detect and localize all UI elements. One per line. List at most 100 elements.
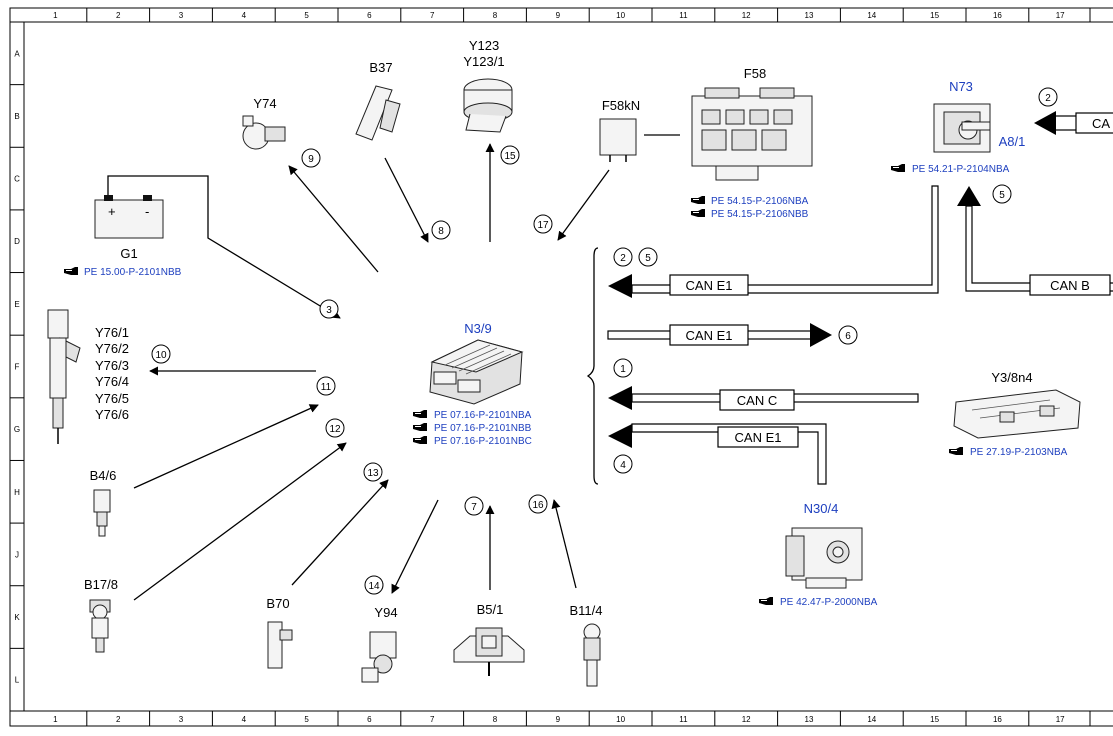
valve-y74[interactable] [242,115,286,150]
marker-3: 3 [319,299,339,319]
f58-ref-2[interactable]: PE 54.15-P-2106NBB [690,208,809,220]
grid-column-label: 12 [742,715,751,724]
b37-label: B37 [369,60,392,75]
f58kn-label: F58kN [602,98,640,113]
ecu-ref-2[interactable]: PE 07.16-P-2101NBB [412,422,532,434]
marker-11: 11 [316,376,336,396]
bus-ca-label: CA [1092,116,1110,131]
sensor-b17-8[interactable] [89,599,111,653]
grid-column-label: 4 [242,715,247,724]
g1-ref[interactable]: PE 15.00-P-2101NBB [63,266,182,278]
marker-7: 7 [464,496,484,516]
arrow-b46-to-ecu [133,404,319,489]
valve-y94[interactable] [361,631,397,683]
bus-can-e1-to-ecu[interactable]: CAN E1 [608,185,939,298]
grid-column-label: 16 [993,715,1002,724]
marker-5a: 5 [638,247,658,267]
n304-ref[interactable]: PE 42.47-P-2000NBA [758,596,878,608]
ignition-switch-n73[interactable] [933,103,991,153]
g1-label: G1 [120,246,137,261]
b51-label: B5/1 [477,602,504,617]
grid-column-label: 17 [1056,11,1065,20]
svg-text:11: 11 [321,382,332,393]
b114-label: B11/4 [569,603,602,618]
sensor-b11-4[interactable] [583,623,601,687]
pedal-sensor-b37[interactable] [355,85,401,141]
pointing-hand-icon [890,163,906,173]
n73-ref[interactable]: PE 54.21-P-2104NBA [890,163,1010,175]
grid-column-label: 10 [616,715,625,724]
grid-column-label: 6 [367,715,372,724]
grid-row-label: J [15,550,19,559]
ecu-label: N3/9 [464,321,491,336]
marker-6: 6 [838,325,858,345]
y74-label: Y74 [253,96,276,111]
arrow-b114-to-ecu [551,499,577,589]
battery-g1[interactable]: + - [94,195,164,239]
svg-text:8: 8 [438,226,444,237]
n304-label: N30/4 [804,501,839,516]
n73-label: N73 [949,79,973,94]
sensor-b70[interactable] [267,621,293,669]
can-e1-top-label: CAN E1 [686,278,733,293]
grid-column-label: 3 [179,11,184,20]
marker-15: 15 [500,145,520,165]
svg-text:4: 4 [620,460,626,471]
fuse-box-f58[interactable] [691,87,813,181]
sensor-b5-1[interactable] [453,627,525,676]
ecu-ref-3[interactable]: PE 07.16-P-2101NBC [412,435,532,447]
grid-column-label: 3 [179,715,184,724]
svg-text:13: 13 [367,468,379,479]
bus-bracket [586,247,599,485]
grid-column-label: 2 [116,715,121,724]
ecu-n3-9[interactable] [429,339,524,405]
grid-column-label: 7 [430,715,435,724]
sensor-b4-6[interactable] [93,489,111,537]
svg-text:2: 2 [620,253,626,264]
marker-8: 8 [431,220,451,240]
grid-column-label: 14 [867,715,876,724]
grid-row-label: C [14,175,20,184]
grid-column-label: 1 [53,11,58,20]
grid-column-label: 12 [742,11,751,20]
bus-can-e1-outgoing[interactable]: CAN E1 [607,323,832,347]
arrow-ecu-to-y74 [288,165,379,273]
arrow-ecu-to-y94 [391,499,439,594]
bus-can-b[interactable]: CAN B [957,186,1113,296]
marker-10: 10 [151,344,171,364]
y38n4-label: Y3/8n4 [991,370,1032,385]
ecu-ref-1[interactable]: PE 07.16-P-2101NBA [412,409,532,421]
y38n4-ref[interactable]: PE 27.19-P-2103NBA [948,446,1068,458]
grid-column-label: 2 [116,11,121,20]
pointing-hand-icon [690,208,706,218]
grid-column-label: 8 [493,11,498,20]
grid-row-label: A [14,49,20,58]
svg-text:2: 2 [1045,93,1051,104]
n73-ref-text: PE 54.21-P-2104NBA [912,164,1010,175]
bus-can-c[interactable]: CAN C [608,386,919,411]
grid-column-label: 5 [304,11,309,20]
grid-column-label: 4 [242,11,247,20]
grid-column-label: 14 [867,11,876,20]
f58-ref-1[interactable]: PE 54.15-P-2106NBA [690,195,809,207]
grid-column-label: 16 [993,11,1002,20]
y76-5-label: Y76/5 [95,391,129,406]
bus-incoming-top-right[interactable]: CA [1034,111,1113,135]
grid-column-label: 6 [367,11,372,20]
ecu-ref-2-text: PE 07.16-P-2101NBB [434,423,532,434]
f58-ref-1-text: PE 54.15-P-2106NBA [711,196,809,207]
bus-can-e1-bottom[interactable]: CAN E1 [608,423,827,485]
arrow-b178-to-ecu [133,442,347,601]
valve-y123[interactable] [463,78,513,133]
injector-y76[interactable] [47,309,81,444]
grid-column-label: 15 [930,11,939,20]
y123-1-label: Y123/1 [463,54,504,69]
can-e1-bottom-label: CAN E1 [735,430,782,445]
esp-unit-n30-4[interactable] [785,527,863,589]
ecu-ref-3-text: PE 07.16-P-2101NBC [434,436,532,447]
transmission-module-y3-8n4[interactable] [953,389,1081,439]
marker-1: 1 [613,358,633,378]
pointing-hand-icon [412,409,428,419]
relay-f58kn[interactable] [599,118,637,162]
